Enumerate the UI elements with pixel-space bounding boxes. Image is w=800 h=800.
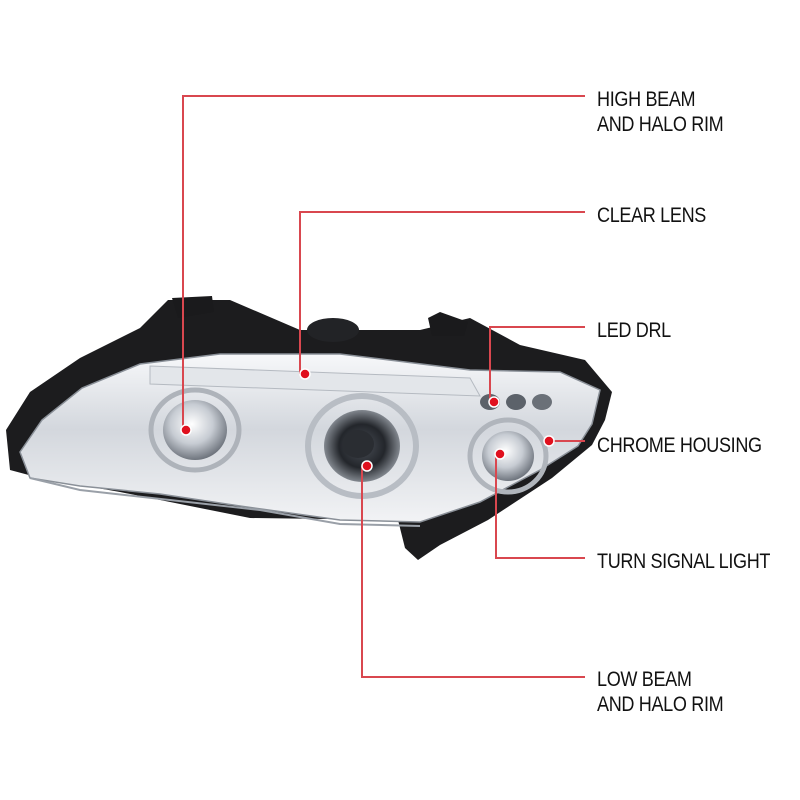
label-turn-signal-line1: TURN SIGNAL LIGHT xyxy=(597,550,771,573)
high-beam-projector xyxy=(163,400,227,460)
turn-signal-projector xyxy=(482,431,534,481)
label-high-beam-line2: AND HALO RIM xyxy=(597,113,724,136)
turn-signal-housing xyxy=(467,417,549,495)
low-beam-core xyxy=(342,430,374,458)
label-chrome-housing-line1: CHROME HOUSING xyxy=(597,434,762,457)
label-chrome-housing: CHROME HOUSING xyxy=(597,433,762,458)
markers xyxy=(180,368,555,472)
label-clear-lens-line1: CLEAR LENS xyxy=(597,204,706,227)
label-low-beam-line2: AND HALO RIM xyxy=(597,693,724,716)
marker-high-beam xyxy=(180,424,192,436)
leader-clear-lens xyxy=(299,211,585,374)
label-turn-signal: TURN SIGNAL LIGHT xyxy=(597,549,770,574)
marker-clear-lens xyxy=(299,368,311,380)
marker-led-drl xyxy=(488,396,500,408)
high-beam-halo xyxy=(148,387,242,473)
label-low-beam-line1: LOW BEAM xyxy=(597,668,692,691)
leader-led-drl xyxy=(489,326,585,402)
label-led-drl: LED DRL xyxy=(597,318,671,343)
marker-low-beam xyxy=(361,460,373,472)
label-high-beam: HIGH BEAM AND HALO RIM xyxy=(597,87,724,137)
led-drl-3 xyxy=(532,394,552,410)
lens-top-strip xyxy=(149,365,481,397)
label-low-beam: LOW BEAM AND HALO RIM xyxy=(597,667,724,717)
leader-low-beam xyxy=(361,466,585,678)
leader-lines xyxy=(182,95,585,678)
marker-chrome-housing xyxy=(543,435,555,447)
leader-turn-signal xyxy=(495,454,585,559)
leader-high-beam xyxy=(182,95,585,430)
label-clear-lens: CLEAR LENS xyxy=(597,203,706,228)
marker-turn-signal xyxy=(494,448,506,460)
housing-bump xyxy=(307,318,359,342)
label-high-beam-line1: HIGH BEAM xyxy=(597,88,696,111)
label-led-drl-line1: LED DRL xyxy=(597,319,671,342)
lower-edge xyxy=(29,477,421,527)
mount-tab-right xyxy=(428,312,468,336)
led-drl-2 xyxy=(506,394,526,410)
